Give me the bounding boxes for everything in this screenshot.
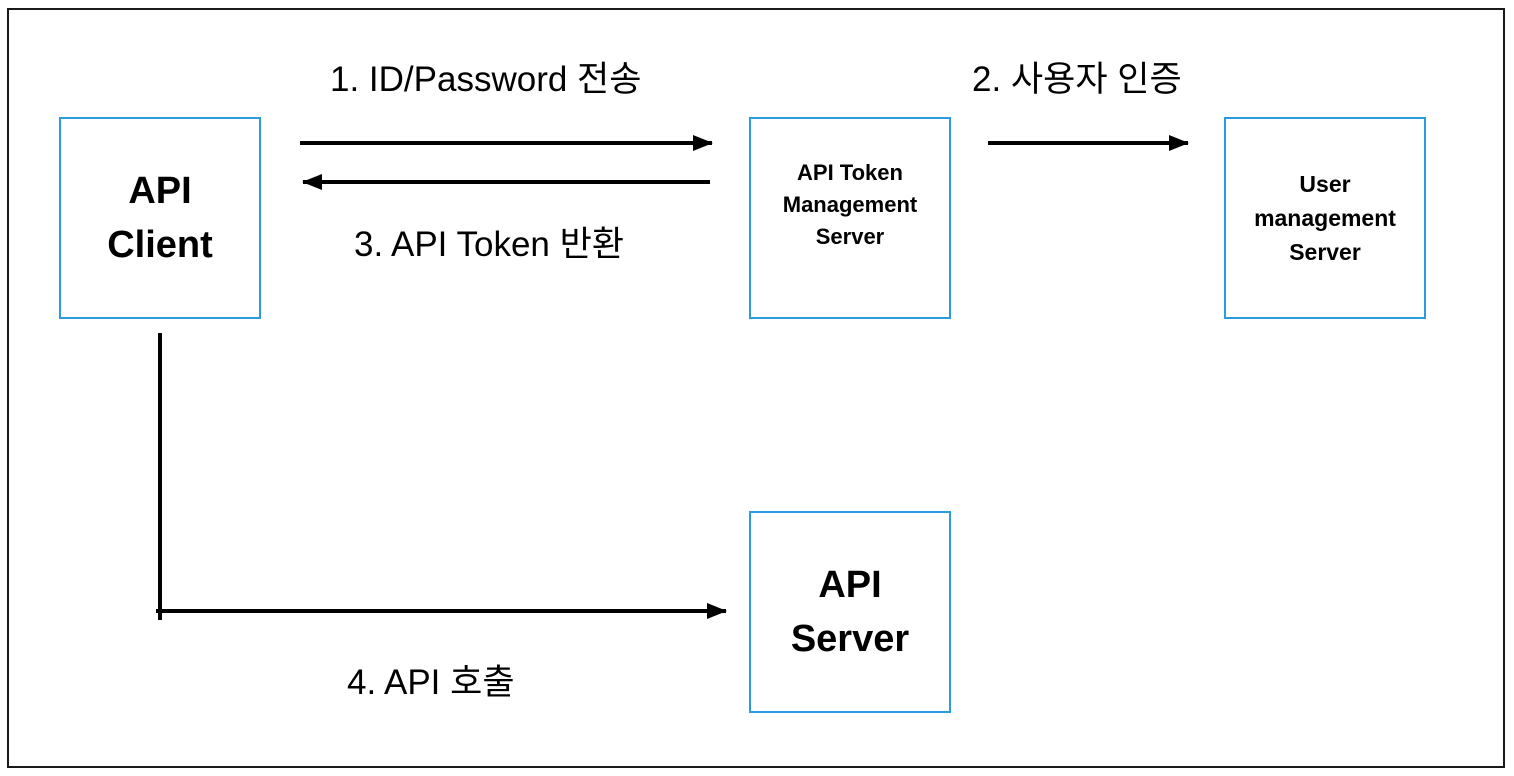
user-server-node: User management Server — [1224, 117, 1426, 319]
step4-label: 4. API 호출 — [347, 663, 515, 702]
api-server-line2: Server — [790, 618, 910, 660]
token-server-line2: Management — [782, 192, 918, 217]
step1-label: 1. ID/Password 전송 — [330, 60, 642, 99]
api-client-node: API Client — [59, 117, 261, 319]
step2-label: 2. 사용자 인증 — [972, 60, 1182, 99]
api-server-node: API Server — [749, 511, 951, 713]
user-server-line2: management — [1254, 205, 1396, 231]
user-server-line3: Server — [1289, 239, 1361, 265]
diagram-frame — [7, 8, 1505, 768]
step3-label: 3. API Token 반환 — [354, 225, 625, 264]
api-server-line1: API — [818, 564, 882, 606]
token-server-line1: API Token — [797, 160, 903, 185]
api-client-line1: API — [128, 170, 192, 212]
token-server-line3: Server — [815, 224, 885, 249]
user-server-line1: User — [1299, 171, 1351, 197]
token-server-node: API Token Management Server — [749, 117, 951, 319]
api-client-line2: Client — [107, 224, 213, 266]
